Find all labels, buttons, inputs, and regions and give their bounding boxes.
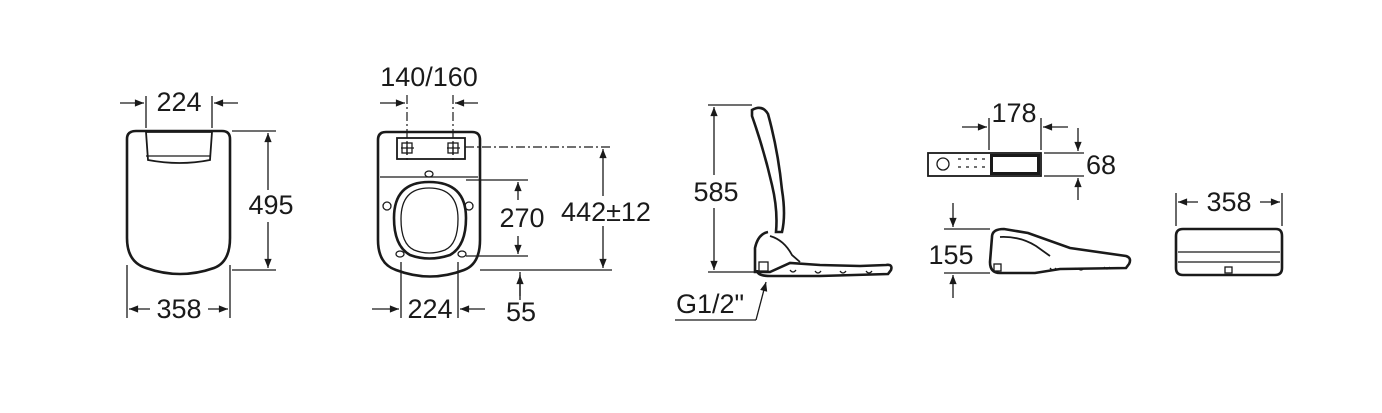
dim-back-width: 358	[1206, 187, 1251, 217]
dim-overall-depth: 442±12	[561, 197, 651, 227]
seat-outline	[376, 130, 482, 278]
dim-remote-height: 68	[1086, 150, 1116, 180]
side-view: 585 G1/2"	[675, 104, 893, 321]
back-outline	[1174, 227, 1284, 277]
dim-profile-height: 155	[928, 240, 973, 270]
dim-lid-bottom-width: 358	[156, 294, 201, 324]
dim-connection: G1/2"	[676, 289, 744, 319]
seat-opening	[392, 180, 468, 260]
top-seat-view: 140/160 270 442±12 224 55	[372, 62, 651, 327]
dim-opening-width: 224	[407, 294, 452, 324]
front-lid-view: 224 495 358	[120, 87, 294, 324]
dim-offset: 55	[506, 297, 536, 327]
lid-outline	[125, 129, 232, 276]
lid-handle	[145, 131, 213, 164]
remote-control	[927, 152, 1042, 177]
dim-side-height: 585	[693, 177, 738, 207]
hinge-plate	[396, 137, 466, 160]
dim-fixing-spacing: 140/160	[380, 62, 478, 92]
seat-profile	[988, 227, 1132, 275]
dim-lid-height: 495	[248, 190, 293, 220]
dim-lid-top-width: 224	[156, 87, 201, 117]
side-body-profile	[753, 230, 893, 278]
remote-and-profile-view: 178 68 155	[927, 98, 1132, 298]
dim-remote-width: 178	[991, 98, 1036, 128]
side-lid-profile	[750, 106, 786, 234]
back-view: 358	[1174, 187, 1284, 277]
dim-opening-height: 270	[499, 203, 544, 233]
